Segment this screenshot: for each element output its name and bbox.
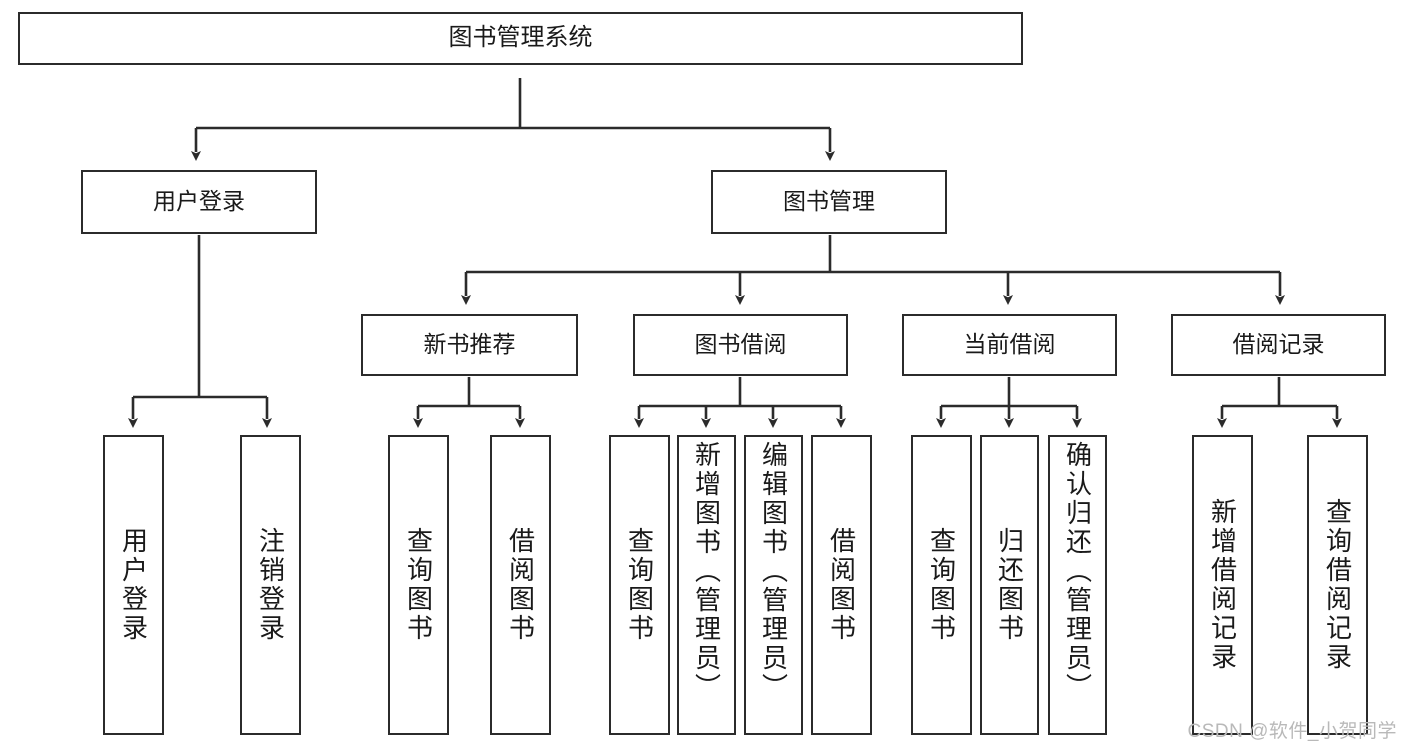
node-leaf-borrow-book-2[interactable]: 借阅图书 (811, 435, 872, 735)
node-label: 注销登录 (255, 527, 286, 643)
node-label: 图书管理 (783, 188, 875, 215)
node-leaf-query-record[interactable]: 查询借阅记录 (1307, 435, 1368, 735)
node-label: 借阅记录 (1232, 331, 1325, 358)
node-user-login[interactable]: 用户登录 (81, 170, 317, 234)
node-label: 归还图书 (994, 527, 1025, 643)
node-leaf-add-book[interactable]: 新增图书（管理员） (677, 435, 736, 735)
node-label: 用户登录 (153, 188, 245, 215)
node-label: 查询图书 (926, 527, 957, 643)
node-root-book-management-system[interactable]: 图书管理系统 (18, 12, 1023, 65)
node-leaf-user-login[interactable]: 用户登录 (103, 435, 164, 735)
node-leaf-logout[interactable]: 注销登录 (240, 435, 301, 735)
node-label: 编辑图书（管理员） (758, 441, 789, 702)
node-label: 查询图书 (624, 527, 655, 643)
node-leaf-edit-book[interactable]: 编辑图书（管理员） (744, 435, 803, 735)
node-label: 用户登录 (118, 527, 149, 643)
node-borrow-record[interactable]: 借阅记录 (1171, 314, 1386, 376)
node-label: 新增图书（管理员） (691, 441, 722, 702)
node-label: 当前借阅 (963, 331, 1056, 358)
node-leaf-add-record[interactable]: 新增借阅记录 (1192, 435, 1253, 735)
watermark: CSDN @软件_小贺同学 (1187, 721, 1397, 742)
node-label: 借阅图书 (826, 527, 857, 643)
node-leaf-query-book-2[interactable]: 查询图书 (609, 435, 670, 735)
node-book-borrow[interactable]: 图书借阅 (633, 314, 848, 376)
node-current-borrow[interactable]: 当前借阅 (902, 314, 1117, 376)
node-new-book-recommend[interactable]: 新书推荐 (361, 314, 578, 376)
node-label: 新书推荐 (423, 331, 516, 358)
node-leaf-return-book[interactable]: 归还图书 (980, 435, 1039, 735)
node-leaf-confirm-return[interactable]: 确认归还（管理员） (1048, 435, 1107, 735)
node-label: 查询借阅记录 (1322, 498, 1353, 672)
node-book-management[interactable]: 图书管理 (711, 170, 947, 234)
node-label: 图书管理系统 (448, 24, 593, 52)
node-leaf-query-book-3[interactable]: 查询图书 (911, 435, 972, 735)
node-label: 图书借阅 (694, 331, 787, 358)
node-leaf-borrow-book-1[interactable]: 借阅图书 (490, 435, 551, 735)
node-label: 借阅图书 (505, 527, 536, 643)
node-leaf-query-book-1[interactable]: 查询图书 (388, 435, 449, 735)
node-label: 确认归还（管理员） (1062, 441, 1093, 702)
node-label: 新增借阅记录 (1207, 498, 1238, 672)
node-label: 查询图书 (403, 527, 434, 643)
